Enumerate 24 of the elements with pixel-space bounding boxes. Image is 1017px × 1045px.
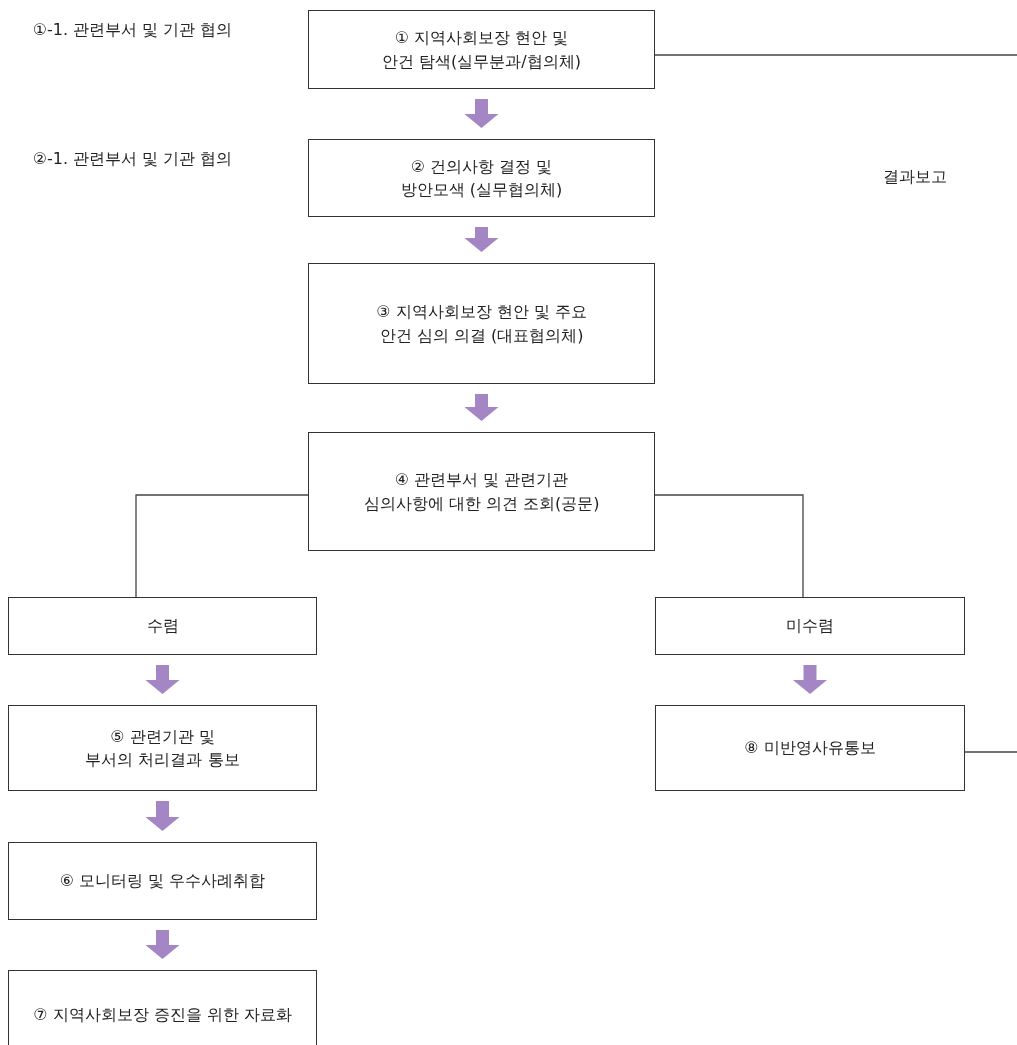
process-box: ③ 지역사회보장 현안 및 주요 안건 심의 의결 (대표협의체) [308, 263, 655, 384]
process-box: ⑧ 미반영사유통보 [655, 705, 965, 791]
arrow [464, 227, 499, 252]
arrow [793, 665, 827, 694]
side-note: ②-1. 관련부서 및 기관 협의 [31, 148, 234, 170]
side-note: 결과보고 [882, 166, 948, 188]
arrow [464, 394, 499, 421]
arrow [145, 801, 180, 831]
connector-line [654, 54, 1017, 56]
connector-line [964, 751, 1017, 753]
process-box: ⑦ 지역사회보장 증진을 위한 자료화 [8, 970, 317, 1045]
process-box: 수렴 [8, 597, 317, 655]
process-box: ④ 관련부서 및 관련기관 심의사항에 대한 의견 조회(공문) [308, 432, 655, 551]
arrow [464, 99, 499, 128]
process-box: ⑤ 관련기관 및 부서의 처리결과 통보 [8, 705, 317, 791]
process-box: ⑥ 모니터링 및 우수사례취합 [8, 842, 317, 920]
process-box: 미수렴 [655, 597, 965, 655]
connector-line [135, 494, 309, 598]
arrow [145, 665, 180, 694]
arrow [145, 930, 180, 959]
process-box: ② 건의사항 결정 및 방안모색 (실무협의체) [308, 139, 655, 217]
connector-line [654, 494, 804, 598]
process-box: ① 지역사회보장 현안 및 안건 탐색(실무분과/협의체) [308, 10, 655, 89]
side-note: ①-1. 관련부서 및 기관 협의 [31, 19, 234, 41]
